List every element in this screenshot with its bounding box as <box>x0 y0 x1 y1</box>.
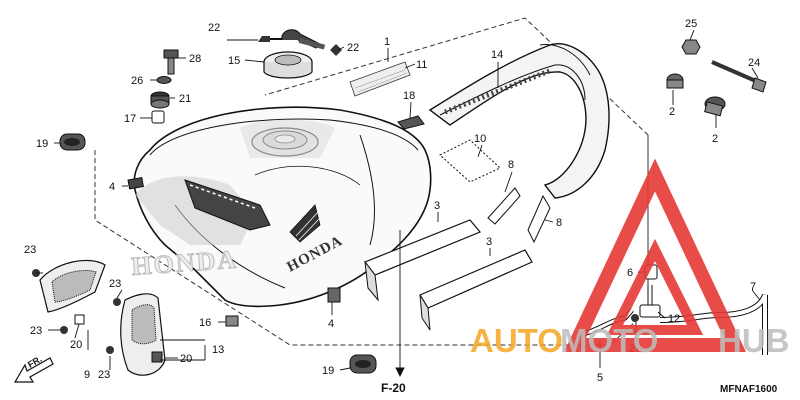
callout-20a: 20 <box>70 339 82 351</box>
callout-8b: 8 <box>556 217 562 229</box>
sticker-11-hatch <box>354 69 408 93</box>
bolt-24 <box>711 60 767 93</box>
callout-11: 11 <box>416 59 427 71</box>
callout-20b: 20 <box>180 353 192 365</box>
callout-24: 24 <box>748 57 760 69</box>
sticker-18 <box>397 115 425 130</box>
callout-18: 18 <box>403 90 415 102</box>
side-cover-9 <box>39 259 106 313</box>
clip-16 <box>225 315 239 327</box>
callout-19b: 19 <box>322 365 334 377</box>
callout-23b: 23 <box>109 278 121 290</box>
front-arrow <box>13 357 54 383</box>
knee-pad-3a-face <box>364 260 379 302</box>
callout-23c: 23 <box>30 325 42 337</box>
pad-20a <box>74 314 85 325</box>
trim-strip-8a <box>487 187 521 225</box>
callout-4b: 4 <box>328 318 334 330</box>
bushing-2a <box>666 73 684 89</box>
knee-pad-3b <box>419 249 533 309</box>
trim-strip-8b <box>527 194 551 244</box>
washer-26 <box>156 76 172 84</box>
watermark-text-right: HUB <box>718 322 790 359</box>
drawing-code: MFNAF1600 <box>720 384 778 395</box>
screw-22 <box>258 36 282 42</box>
callout-9: 9 <box>84 369 90 381</box>
side-cover-13 <box>120 293 166 376</box>
callout-3a: 3 <box>434 200 440 212</box>
watermark-text-left: AUTO <box>470 322 563 359</box>
watermark-logo <box>563 158 747 352</box>
sticker-10 <box>439 139 501 183</box>
callout-5: 5 <box>597 372 603 384</box>
callout-21: 21 <box>179 93 191 105</box>
callout-17: 17 <box>124 113 136 125</box>
callout-6: 6 <box>627 267 633 279</box>
callout-23d: 23 <box>98 369 110 381</box>
callout-23a: 23 <box>24 244 36 256</box>
section-reference: F-20 <box>381 381 406 395</box>
bolt-28 <box>163 49 179 75</box>
callout-2b: 2 <box>712 133 718 145</box>
watermark-text-mid: MOTO <box>560 322 658 359</box>
callout-15: 15 <box>228 55 240 67</box>
callout-25: 25 <box>685 18 697 30</box>
callout-16: 16 <box>199 317 211 329</box>
collar-17 <box>151 110 165 124</box>
callout-10: 10 <box>474 133 486 145</box>
screw-22b <box>330 44 342 56</box>
callout-7: 7 <box>750 281 756 293</box>
bushing-2b <box>704 96 726 117</box>
callout-22a: 22 <box>208 22 220 34</box>
callout-12: 12 <box>668 313 680 325</box>
grommet-21 <box>150 91 170 109</box>
callout-22b: 22 <box>347 42 359 54</box>
fuel-tank <box>133 106 432 308</box>
knee-pad-3b-face <box>419 294 431 331</box>
screw-23c <box>60 326 68 334</box>
pad-4-left <box>127 176 144 190</box>
tank-shroud <box>428 43 610 199</box>
callout-14: 14 <box>491 49 503 61</box>
screw-23b <box>113 298 121 306</box>
assembly-outline <box>94 17 649 346</box>
screw-23d <box>106 346 114 354</box>
callout-28: 28 <box>189 53 201 65</box>
callout-19a: 19 <box>36 138 48 150</box>
callout-2a: 2 <box>669 106 675 118</box>
callout-8a: 8 <box>508 159 514 171</box>
nut-25 <box>681 39 701 55</box>
callout-4a: 4 <box>109 181 115 193</box>
callout-13: 13 <box>212 344 224 356</box>
grommet-19 <box>59 133 86 151</box>
grommet-19b <box>349 354 377 374</box>
callout-3b: 3 <box>486 236 492 248</box>
fuel-cap <box>263 29 326 79</box>
callout-26: 26 <box>131 75 143 87</box>
pad-4-bottom <box>327 287 341 303</box>
callout-1: 1 <box>384 36 390 48</box>
